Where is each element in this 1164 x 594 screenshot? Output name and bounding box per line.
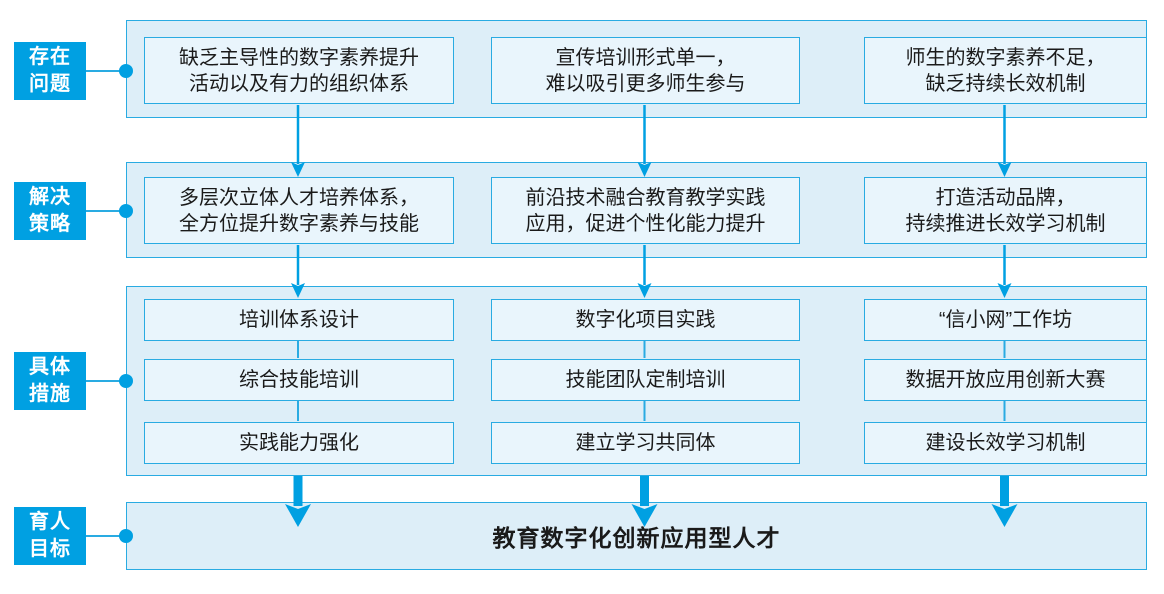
stage-label-problems: 存在 问题: [14, 42, 86, 100]
stage-label-line: 目标: [29, 538, 71, 560]
stage-label-line: 育人: [29, 511, 71, 533]
problems-row-container: 缺乏主导性的数字素养提升 活动以及有力的组织体系 宣传培训形式单一， 难以吸引更…: [126, 20, 1147, 118]
stage-label-line: 解决: [29, 186, 71, 208]
measure-box-1-3: 实践能力强化: [144, 422, 454, 464]
measures-row-container: 培训体系设计 综合技能培训 实践能力强化 数字化项目实践 技能团队定制培训 建立…: [126, 286, 1147, 476]
stage-label-line: 措施: [29, 383, 71, 405]
problem-box-2: 宣传培训形式单一， 难以吸引更多师生参与: [491, 37, 800, 104]
strategy-box-1-line2: 全方位提升数字素养与技能: [179, 212, 419, 235]
goal-row-container: 教育数字化创新应用型人才: [126, 502, 1147, 570]
problem-box-1-line1: 缺乏主导性的数字素养提升: [179, 46, 419, 69]
strategies-row-container: 多层次立体人才培养体系， 全方位提升数字素养与技能 前沿技术融合教育教学实践 应…: [126, 162, 1147, 258]
measure-box-2-2-text: 技能团队定制培训: [565, 369, 726, 391]
measure-box-2-3: 建立学习共同体: [491, 422, 800, 464]
strategy-box-2: 前沿技术融合教育教学实践 应用，促进个性化能力提升: [491, 177, 800, 244]
stage-label-line: 问题: [29, 73, 71, 95]
strategy-box-3-line1: 打造活动品牌，: [935, 186, 1076, 209]
stage-label-measures: 具体 措施: [14, 352, 86, 410]
stage-label-strategies: 解决 策略: [14, 182, 86, 240]
problem-box-3: 师生的数字素养不足， 缺乏持续长效机制: [864, 37, 1147, 104]
problem-box-1: 缺乏主导性的数字素养提升 活动以及有力的组织体系: [144, 37, 454, 104]
measure-box-2-1-text: 数字化项目实践: [575, 309, 716, 331]
measure-box-2-1: 数字化项目实践: [491, 299, 800, 341]
strategy-box-1: 多层次立体人才培养体系， 全方位提升数字素养与技能: [144, 177, 454, 244]
measure-box-1-3-text: 实践能力强化: [239, 432, 359, 454]
stage-label-line: 存在: [29, 46, 71, 68]
measure-box-3-2-text: 数据开放应用创新大赛: [905, 369, 1106, 391]
measure-box-2-2: 技能团队定制培训: [491, 359, 800, 401]
problem-box-2-line1: 宣传培训形式单一，: [555, 46, 736, 69]
strategy-box-2-line2: 应用，促进个性化能力提升: [525, 212, 766, 235]
measure-box-3-3: 建设长效学习机制: [864, 422, 1147, 464]
stage-label-goal: 育人 目标: [14, 507, 86, 565]
problem-box-3-line2: 缺乏持续长效机制: [925, 72, 1086, 95]
problem-box-2-line2: 难以吸引更多师生参与: [545, 72, 746, 95]
strategy-box-3: 打造活动品牌， 持续推进长效学习机制: [864, 177, 1147, 244]
stage-label-line: 策略: [29, 213, 71, 235]
measure-box-1-2-text: 综合技能培训: [239, 369, 359, 391]
problem-box-3-line1: 师生的数字素养不足，: [905, 46, 1106, 69]
measure-box-2-3-text: 建立学习共同体: [575, 432, 716, 454]
measure-box-3-3-text: 建设长效学习机制: [925, 432, 1086, 454]
strategy-box-2-line1: 前沿技术融合教育教学实践: [525, 186, 766, 209]
measure-box-3-1: “信小网”工作坊: [864, 299, 1147, 341]
strategy-box-3-line2: 持续推进长效学习机制: [905, 212, 1106, 235]
measure-box-3-2: 数据开放应用创新大赛: [864, 359, 1147, 401]
stage-label-line: 具体: [29, 356, 71, 378]
measure-box-1-1: 培训体系设计: [144, 299, 454, 341]
measure-box-1-1-text: 培训体系设计: [239, 309, 359, 331]
measure-box-1-2: 综合技能培训: [144, 359, 454, 401]
measure-box-3-1-text: “信小网”工作坊: [938, 309, 1073, 331]
problem-box-1-line2: 活动以及有力的组织体系: [189, 72, 409, 95]
goal-text: 教育数字化创新应用型人才: [492, 525, 781, 551]
strategy-box-1-line1: 多层次立体人才培养体系，: [179, 186, 419, 209]
